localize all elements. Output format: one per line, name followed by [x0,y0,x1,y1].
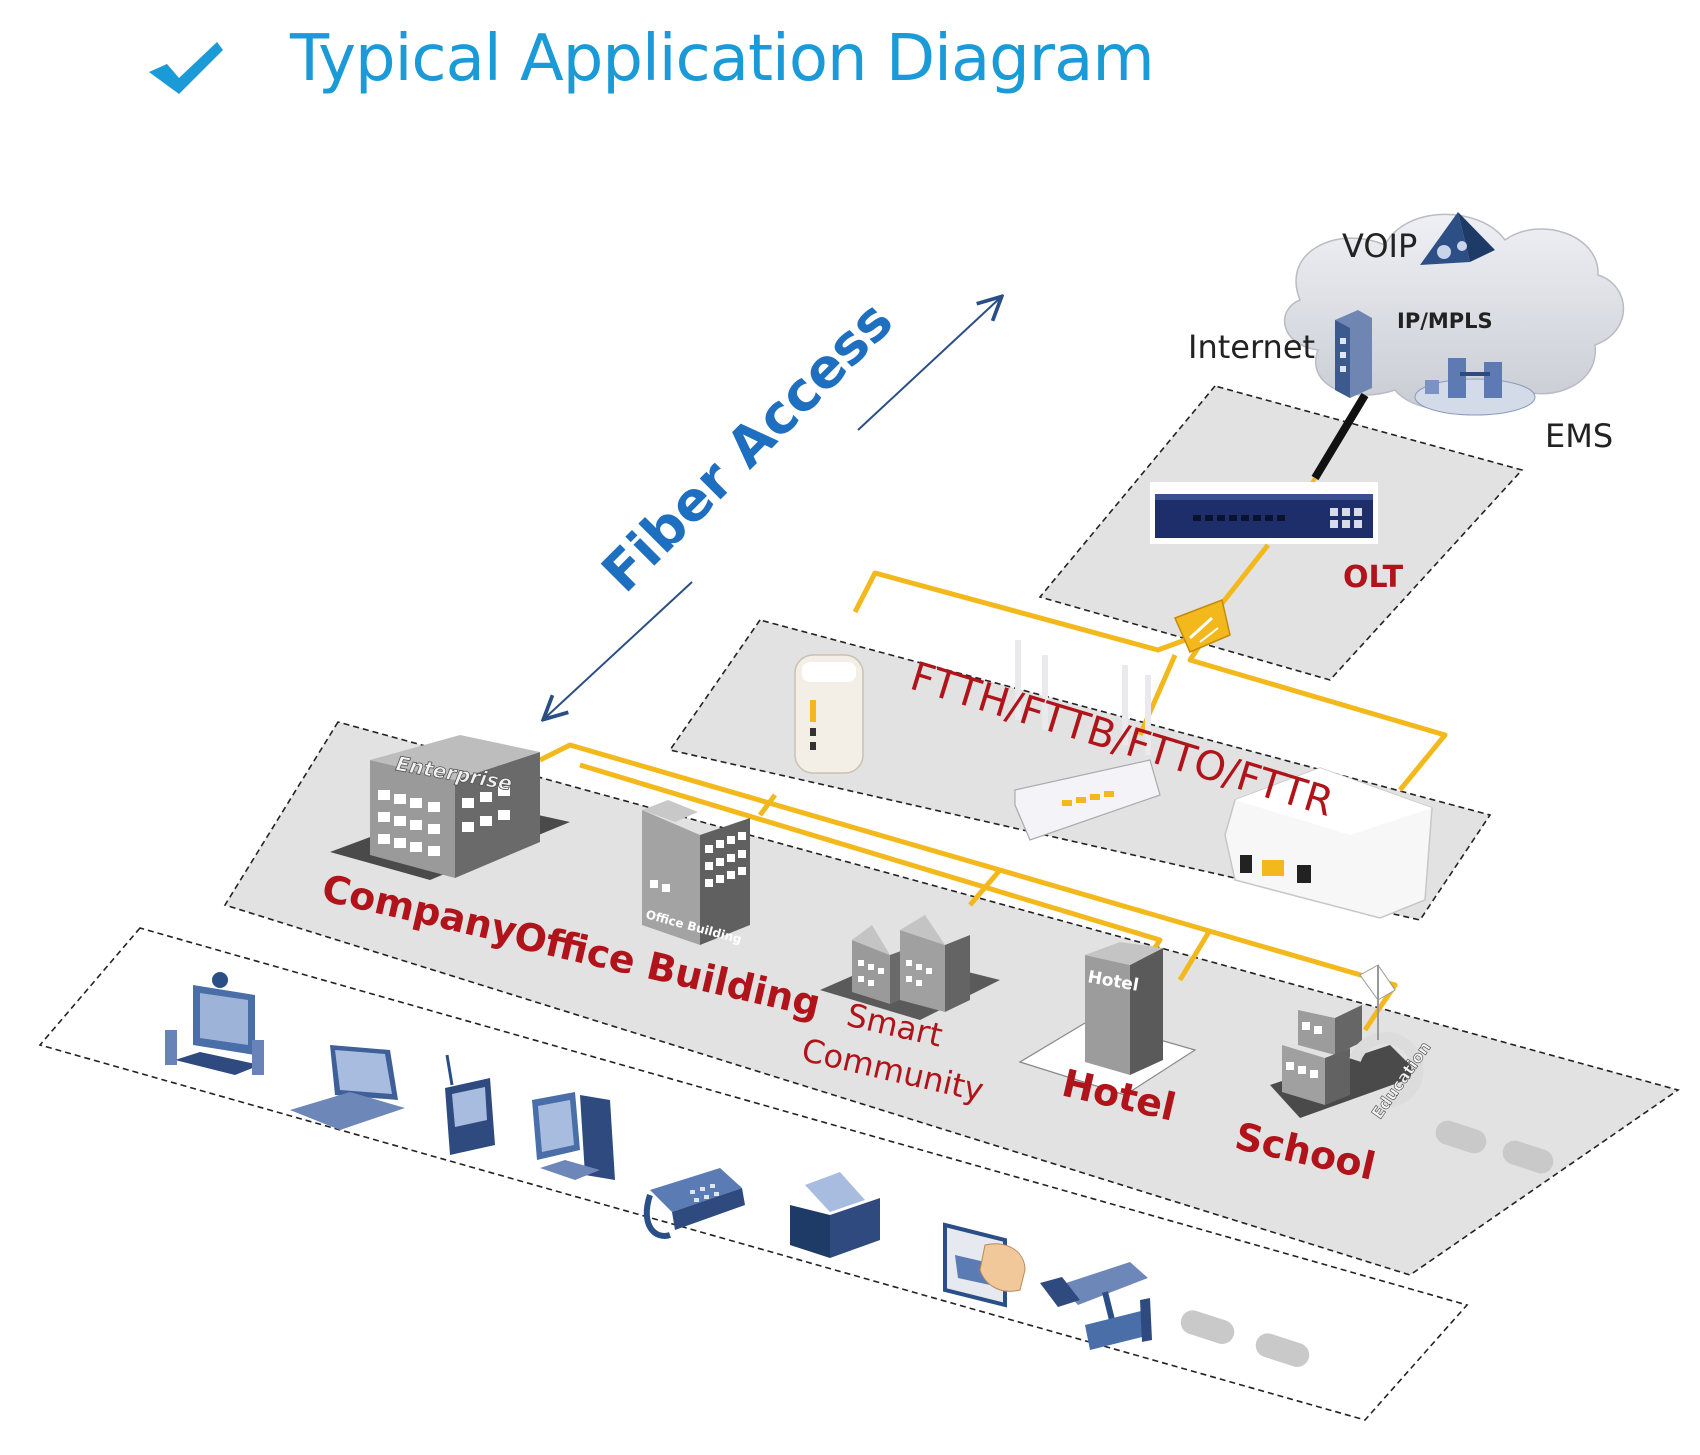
ems-server-icon [1414,358,1536,416]
fiber-arrow-down [545,581,693,718]
enterprise-building-icon [330,735,570,880]
handheld-device-icon [445,1054,495,1155]
laptop-icon [290,1045,405,1130]
desktop-computer-icon [532,1092,615,1180]
terminal-devices-plane [38,927,1469,1421]
internet-router-icon [1335,310,1372,398]
checkmark-icon [149,42,223,94]
telephone-icon [643,1168,745,1239]
more-buildings-icon [1435,1120,1554,1174]
olt-label: OLT [1343,560,1404,595]
onu-wifi-router-device [1014,640,1161,841]
splitter-icon [1173,598,1231,653]
olt-device [1150,482,1378,544]
video-terminal-icon [165,972,264,1075]
page-title: Typical Application Diagram [290,22,1155,96]
fiber-access-label: Fiber Access [590,289,905,604]
hotel-building-icon [1018,942,1197,1096]
fax-printer-icon [790,1172,880,1258]
smart-community-icon [820,915,1000,1020]
uplink-cable [1311,392,1369,481]
security-camera-icon [1040,1262,1152,1350]
card-reader-icon [943,1222,1026,1308]
ems-label: EMS [1545,417,1613,455]
voip-server-icon [1420,212,1495,265]
onu-tower-device [794,654,864,774]
ipmpls-label: IP/MPLS [1397,309,1493,333]
school-building-icon [1270,964,1424,1118]
onu-box-device [1224,767,1433,919]
more-devices-icon [1180,1310,1310,1367]
internet-label: Internet [1188,328,1315,366]
page-header: Typical Application Diagram [0,0,1700,120]
office-building-icon [642,800,750,945]
fiber-arrow-up [857,298,1000,431]
voip-label: VOIP [1342,227,1417,265]
